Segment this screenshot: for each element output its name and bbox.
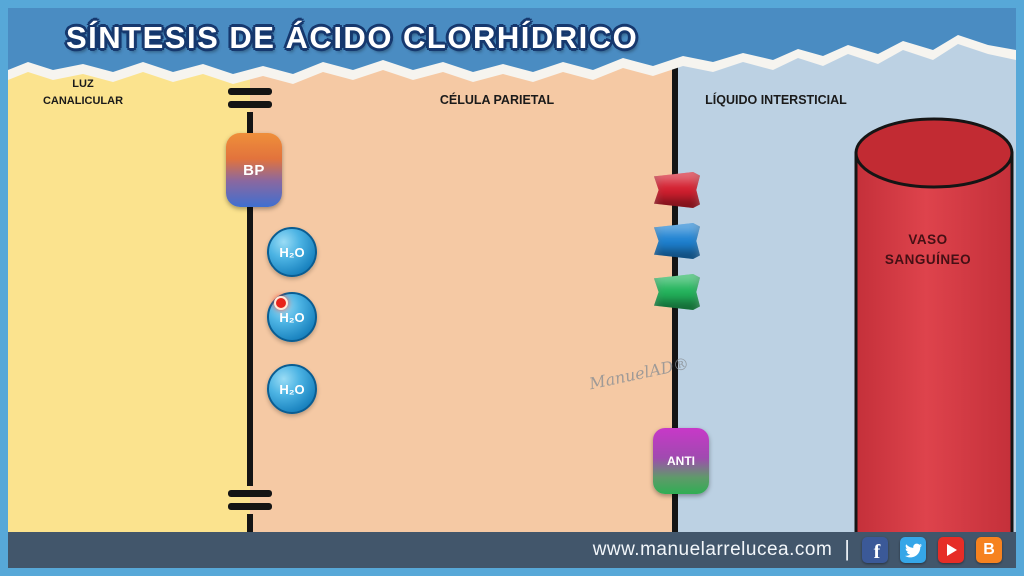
water-label-1: H₂O [279,244,305,260]
bp-label: BP [243,161,265,179]
water-molecule-3: H₂O [267,364,317,414]
region-label-luz: LUZ CANALICULAR [18,76,148,109]
transporter-blue [654,223,700,259]
vessel-label: VASO SANGUÍNEO [840,230,1016,269]
membrane-bar-bottom-1 [228,490,272,497]
vessel-top [854,117,1014,189]
twitter-bird-icon [904,543,922,557]
blogger-icon[interactable]: B [976,537,1002,563]
antiporter-badge: ANTI [653,428,709,494]
transporter-red [654,172,700,208]
website-text: www.manuelarrelucea.com [592,539,833,560]
vessel-label-line1: VASO [908,232,948,247]
membrane-bar-top-1 [228,88,272,95]
twitter-icon[interactable] [900,537,926,563]
cursor-marker [274,296,288,310]
diagram-area: VASO SANGUÍNEO LUZ CANALICULAR CÉLULA PA… [8,8,1016,532]
luz-label-line1: LUZ [72,78,94,90]
facebook-f-glyph: f [873,540,881,563]
region-label-intersticial: LÍQUIDO INTERSTICIAL [705,93,847,107]
region-luz-canalicular [8,8,250,532]
membrane-bar-top-2 [228,101,272,108]
vessel-body [854,151,1014,532]
water-label-2: H₂O [279,309,305,325]
membrane-bar-bottom-2 [228,503,272,510]
footer-bar: www.manuelarrelucea.com | f B [8,532,1016,568]
blogger-b-glyph: B [983,541,995,558]
region-label-parietal: CÉLULA PARIETAL [439,93,555,107]
bp-transporter-badge: BP [226,133,282,207]
water-label-3: H₂O [279,381,305,397]
footer-divider: | [844,536,850,561]
region-celula-parietal [250,8,675,532]
luz-label-line2: CANALICULAR [42,94,124,107]
transporter-green [654,274,700,310]
youtube-icon[interactable] [938,537,964,563]
blood-vessel [854,117,1014,532]
facebook-icon[interactable]: f [862,537,888,563]
page-title: SÍNTESIS DE ÁCIDO CLORHÍDRICO [66,20,639,55]
anti-label: ANTI [667,454,695,468]
water-molecule-2: H₂O [267,292,317,342]
water-molecule-1: H₂O [267,227,317,277]
vessel-label-line2: SANGUÍNEO [884,251,972,267]
canalicular-membrane-line [247,112,253,486]
play-icon [947,544,957,556]
canalicular-membrane-line-bottom [247,514,253,532]
